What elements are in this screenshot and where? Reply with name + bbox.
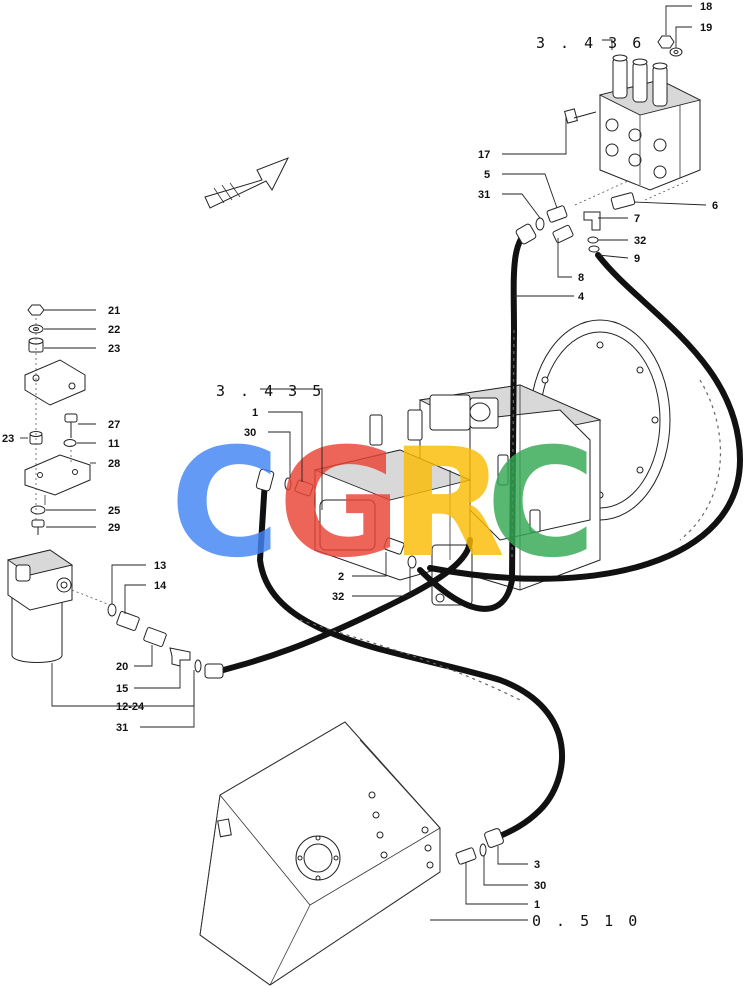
spacer-part-23-top	[28, 337, 44, 353]
fitting-part-1-tank	[455, 847, 477, 865]
fitting-part-1-pump	[294, 479, 314, 497]
hydraulic-tank	[199, 721, 441, 986]
oring-part-30-pump	[284, 477, 292, 491]
callout-30-tank: 30	[534, 880, 546, 892]
callout-1-pump: 1	[252, 407, 258, 419]
direction-arrow-icon	[204, 157, 290, 209]
fitting-part-6	[610, 192, 636, 210]
callout-14: 14	[154, 580, 167, 592]
oring-part-32-pump	[407, 555, 417, 569]
watermark-letter: C	[170, 417, 280, 591]
tee-part-15	[169, 647, 191, 667]
callout-23-mid: 23	[2, 433, 14, 445]
hose-part-9-pressure	[427, 252, 744, 582]
callout-27: 27	[108, 419, 120, 431]
reference-valve: 3 . 4 3 6	[536, 34, 644, 52]
adapter-part-14	[116, 611, 140, 631]
washer-part-11	[63, 439, 77, 447]
callout-12-24: 12-24	[116, 701, 145, 713]
oring-part-32	[587, 236, 599, 244]
leader-lines	[20, 5, 707, 921]
watermark-logo: C G R C	[170, 417, 596, 591]
hose-filter-return	[213, 537, 473, 675]
bolt-part-29	[31, 519, 45, 535]
elbow-part-7	[583, 211, 601, 231]
callout-20: 20	[116, 661, 128, 673]
oring-part-13	[107, 603, 117, 617]
callout-29: 29	[108, 522, 120, 534]
callout-9: 9	[634, 253, 640, 265]
watermark-letter: R	[390, 417, 506, 591]
callout-31-valve: 31	[478, 189, 490, 201]
callout-28: 28	[108, 458, 120, 470]
adapter-part-20	[143, 627, 167, 647]
callout-3: 3	[534, 859, 540, 871]
callout-13: 13	[154, 560, 166, 572]
callout-17: 17	[478, 149, 490, 161]
nut-part-18	[657, 35, 675, 49]
callout-2: 2	[338, 571, 344, 583]
callout-11: 11	[108, 438, 120, 450]
watermark-letter: C	[486, 417, 596, 591]
cover-plate-top	[24, 359, 86, 406]
callout-18: 18	[700, 1, 712, 13]
callout-8: 8	[578, 272, 584, 284]
callout-1-tank: 1	[534, 899, 540, 911]
washer-part-25	[30, 505, 46, 515]
callout-22: 22	[108, 324, 120, 336]
oring-part-31	[535, 217, 545, 231]
fitting-part-5	[546, 205, 568, 223]
bolt-part-27	[64, 413, 78, 438]
washer-part-19	[669, 47, 683, 57]
callout-21: 21	[108, 305, 120, 317]
hose-suction	[256, 477, 565, 843]
oring-part-30-tank	[479, 843, 487, 857]
callout-31-filter: 31	[116, 722, 128, 734]
oring-part-9	[588, 245, 600, 253]
filter-part-12-24	[6, 549, 74, 663]
callout-5: 5	[484, 169, 490, 181]
callout-labels: 18 19 17 5 31 6 7 32 9 8 4 21 22 23 27 2…	[2, 1, 718, 911]
callout-6: 6	[712, 200, 718, 212]
callout-7: 7	[634, 213, 640, 225]
callout-32-pump: 32	[332, 591, 344, 603]
plate-part-28	[24, 454, 91, 505]
callout-19: 19	[700, 22, 712, 34]
bolt-part-17	[564, 108, 597, 124]
fitting-part-8	[552, 224, 574, 244]
reference-tank: 0 . 5 1 0	[532, 912, 640, 930]
callout-32-valve: 32	[634, 235, 646, 247]
callout-15: 15	[116, 683, 128, 695]
oring-part-31-filter	[194, 659, 202, 673]
fitting-part-2	[383, 537, 405, 555]
control-valve	[598, 54, 702, 191]
callout-30-pump: 30	[244, 427, 256, 439]
callout-4: 4	[578, 291, 585, 303]
nut-part-21	[27, 304, 45, 316]
main-pump	[313, 319, 671, 606]
watermark-letter: G	[278, 417, 401, 591]
callout-25: 25	[108, 505, 120, 517]
callout-23-top: 23	[108, 343, 120, 355]
reference-pump: 3 . 4 3 5	[216, 382, 324, 400]
